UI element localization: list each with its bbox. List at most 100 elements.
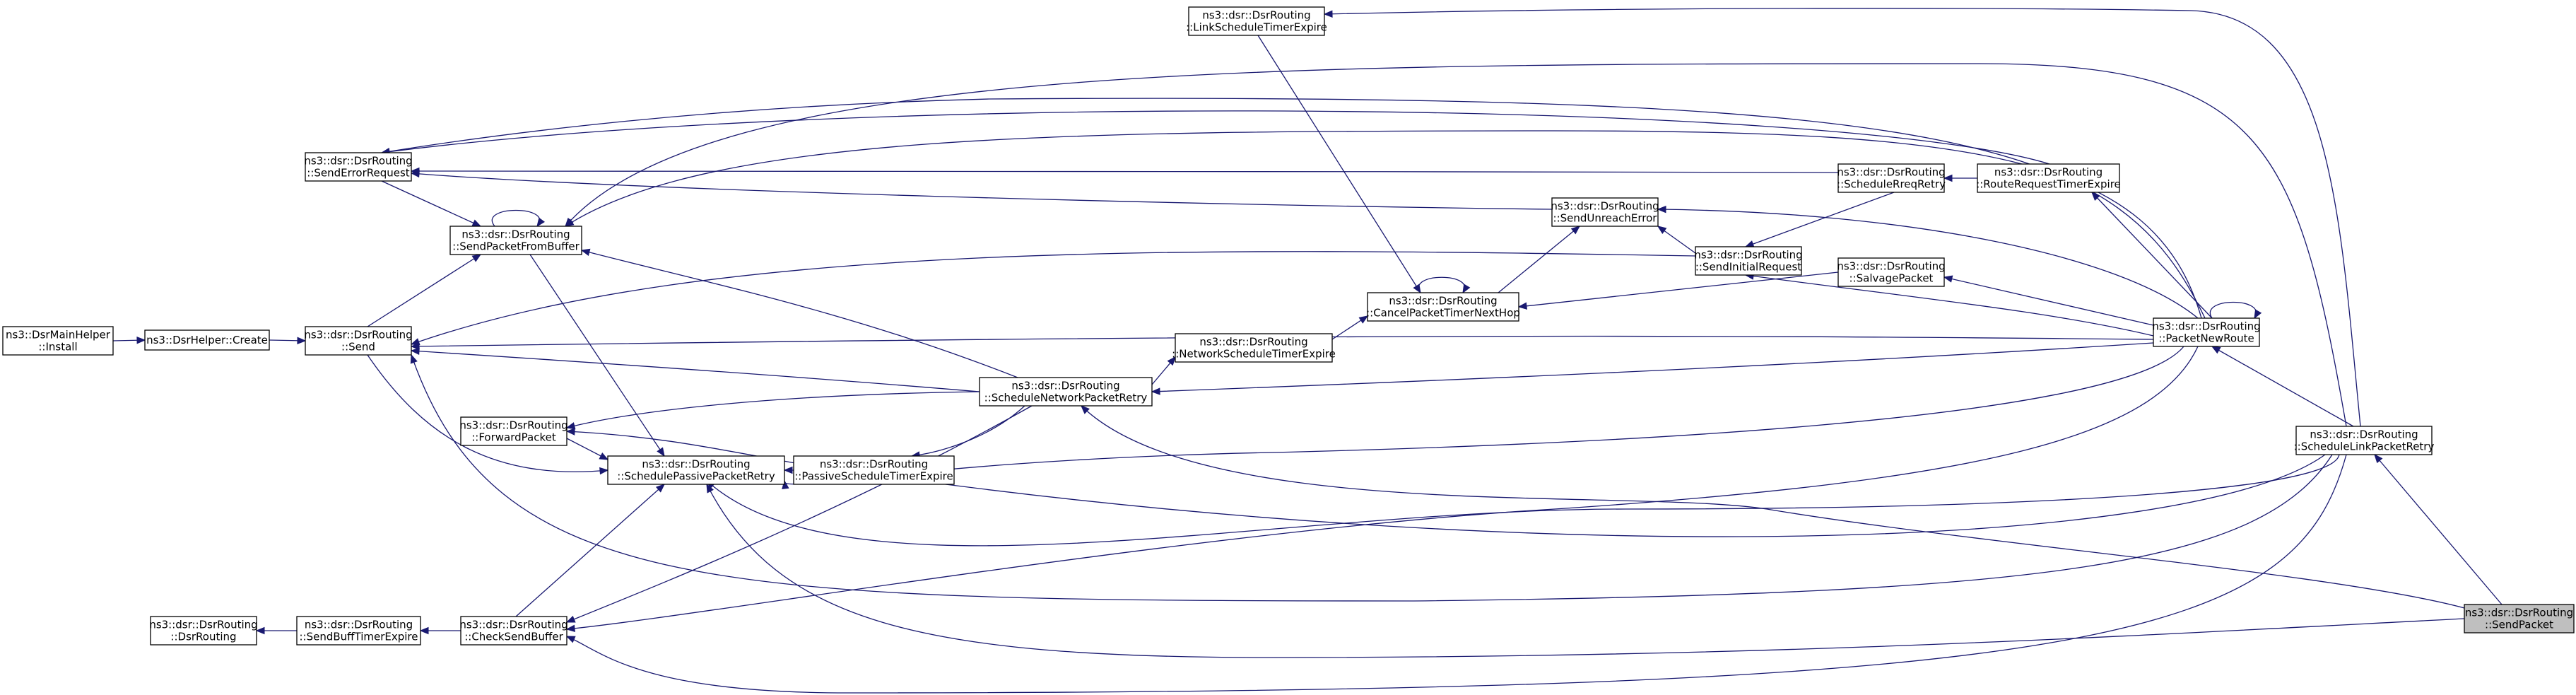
edge-netretry-to-sendbuf <box>580 248 1018 378</box>
node-box <box>2 326 114 356</box>
arrowhead <box>1462 284 1471 294</box>
edge-checkbuf-to-passretry <box>515 484 665 617</box>
node-mainhelper[interactable]: ns3::DsrMainHelper::Install <box>2 326 114 356</box>
node-label: ns3::dsr::DsrRouting <box>304 329 412 341</box>
edge-line <box>911 405 1025 457</box>
arrowhead <box>410 167 420 175</box>
arrowhead <box>565 422 576 430</box>
edge-line <box>411 350 980 392</box>
node-sendbuf[interactable]: ns3::dsr::DsrRouting::SendPacketFromBuff… <box>449 226 582 255</box>
node-buftimer[interactable]: ns3::dsr::DsrRouting::SendBuffTimerExpir… <box>296 616 421 646</box>
node-box <box>449 226 582 255</box>
node-label: ::PassiveScheduleTimerExpire <box>794 470 953 483</box>
node-label: ::CheckSendBuffer <box>464 631 563 643</box>
arrowhead <box>297 337 307 345</box>
node-label: ns3::dsr::DsrRouting <box>1837 260 1945 273</box>
arrowhead <box>2211 346 2221 354</box>
node-initreq[interactable]: ns3::dsr::DsrRouting::SendInitialRequest <box>1694 246 1803 276</box>
node-label: ns3::DsrHelper::Create <box>146 334 268 346</box>
node-passtimer[interactable]: ns3::dsr::DsrRouting::PassiveScheduleTim… <box>793 455 955 485</box>
node-label: ns3::dsr::DsrRouting <box>1694 249 1802 262</box>
node-label: ns3::DsrMainHelper <box>6 329 111 341</box>
node-box <box>979 377 1153 407</box>
arrowhead <box>580 248 591 256</box>
edge-line <box>2211 346 2354 427</box>
arrowhead <box>536 217 546 228</box>
edge-line <box>1418 276 1466 293</box>
edge-cancel-to-cancel <box>1418 276 1471 294</box>
edge-linktimer-to-cancel <box>1257 35 1421 294</box>
edge-line <box>1498 226 1580 293</box>
node-salvage[interactable]: ns3::dsr::DsrRouting::SalvagePacket <box>1837 257 1946 287</box>
node-box <box>144 329 270 351</box>
node-send[interactable]: ns3::dsr::DsrRouting::Send <box>304 326 413 356</box>
node-ctor[interactable]: ns3::dsr::DsrRouting::DsrRouting <box>149 616 258 646</box>
arrowhead <box>2254 309 2262 320</box>
edge-sendpacket-to-linkretry <box>2374 453 2503 605</box>
edge-newroute-to-send <box>410 335 2154 351</box>
edge-linkretry-to-checkbuf <box>565 454 2347 694</box>
edge-line <box>411 354 2333 602</box>
node-box <box>296 616 421 646</box>
node-label: ::Install <box>38 341 77 354</box>
edge-line <box>1745 274 2154 337</box>
edge-cancel-to-unreach <box>1498 226 1581 293</box>
edge-newroute-to-sendbuf <box>564 130 2202 319</box>
node-box <box>607 455 785 485</box>
node-box <box>305 326 412 356</box>
edge-netretry-to-passtimer <box>910 405 1025 459</box>
edge-line <box>1657 209 2199 319</box>
arrowhead <box>1744 240 1755 247</box>
arrowhead <box>419 626 429 635</box>
node-label: ::NetworkScheduleTimerExpire <box>1172 348 1336 361</box>
node-passretry[interactable]: ns3::dsr::DsrRouting::SchedulePassivePac… <box>607 455 785 485</box>
node-label: ns3::dsr::DsrRouting <box>149 619 257 631</box>
edge-linkretry-to-send <box>410 354 2333 602</box>
node-label: ::ScheduleNetworkPacketRetry <box>984 392 1148 404</box>
edge-line <box>381 180 481 227</box>
node-label: ::ScheduleLinkPacketRetry <box>2294 440 2435 453</box>
edge-netretry-to-checkbuf <box>565 405 1033 623</box>
node-sendpacket[interactable]: ns3::dsr::DsrRouting::SendPacket <box>2464 604 2575 633</box>
edge-errreq-to-sendbuf <box>381 180 482 227</box>
node-label: ns3::dsr::DsrRouting <box>1837 166 1945 179</box>
arrowhead <box>1151 387 1160 395</box>
node-create[interactable]: ns3::DsrHelper::Create <box>144 329 270 351</box>
node-linkretry[interactable]: ns3::dsr::DsrRouting::ScheduleLinkPacket… <box>2294 426 2435 455</box>
arrowhead <box>410 354 418 364</box>
edge-checkbuf-to-buftimer <box>419 626 461 635</box>
edge-linkretry-to-sendbuf <box>565 63 2347 427</box>
node-checkbuf[interactable]: ns3::dsr::DsrRouting::CheckSendBuffer <box>459 616 568 646</box>
node-reqretry[interactable]: ns3::dsr::DsrRouting::ScheduleRreqRetry <box>1837 163 1946 193</box>
edge-sendpacket-to-passretry <box>706 483 2465 658</box>
node-label: ::SendInitialRequest <box>1695 261 1801 274</box>
node-label: ::CancelPacketTimerNextHop <box>1366 307 1520 320</box>
edge-line <box>381 98 2206 319</box>
node-rreqtimer[interactable]: ns3::dsr::DsrRouting::RouteRequestTimerE… <box>1976 163 2121 193</box>
node-forward[interactable]: ns3::dsr::DsrRouting::ForwardPacket <box>459 416 568 446</box>
node-nettimer[interactable]: ns3::dsr::DsrRouting::NetworkScheduleTim… <box>1172 333 1336 363</box>
node-errreq[interactable]: ns3::dsr::DsrRouting::SendErrorRequest <box>304 152 413 182</box>
edge-line <box>1257 35 1421 293</box>
node-cancel[interactable]: ns3::dsr::DsrRouting::CancelPacketTimerN… <box>1366 292 1520 322</box>
node-linktimer[interactable]: ns3::dsr::DsrRouting::LinkScheduleTimerE… <box>1186 6 1327 36</box>
graph-nodes: ns3::DsrMainHelper::Install ns3::DsrHelpe… <box>2 6 2575 646</box>
node-label: ns3::dsr::DsrRouting <box>304 155 412 168</box>
node-label: ns3::dsr::DsrRouting <box>1199 336 1307 349</box>
node-netretry[interactable]: ns3::dsr::DsrRouting::ScheduleNetworkPac… <box>979 377 1153 407</box>
edge-line <box>706 454 2340 547</box>
edge-line <box>581 250 1018 378</box>
node-unreach[interactable]: ns3::dsr::DsrRouting::SendUnreachError <box>1551 197 1659 227</box>
edge-line <box>2091 192 2213 319</box>
arrowhead <box>565 636 576 643</box>
edge-buftimer-to-ctor <box>255 626 297 635</box>
node-newroute[interactable]: ns3::dsr::DsrRouting::PacketNewRoute <box>2152 317 2261 347</box>
node-label: ::PacketNewRoute <box>2158 332 2254 345</box>
arrowhead <box>2091 192 2100 201</box>
edge-line <box>2209 301 2257 319</box>
edge-send-to-passretry <box>367 354 609 475</box>
arrowhead <box>255 626 265 635</box>
node-label: ns3::dsr::DsrRouting <box>820 458 928 471</box>
node-box <box>460 416 567 446</box>
arrowhead <box>1081 405 1090 414</box>
